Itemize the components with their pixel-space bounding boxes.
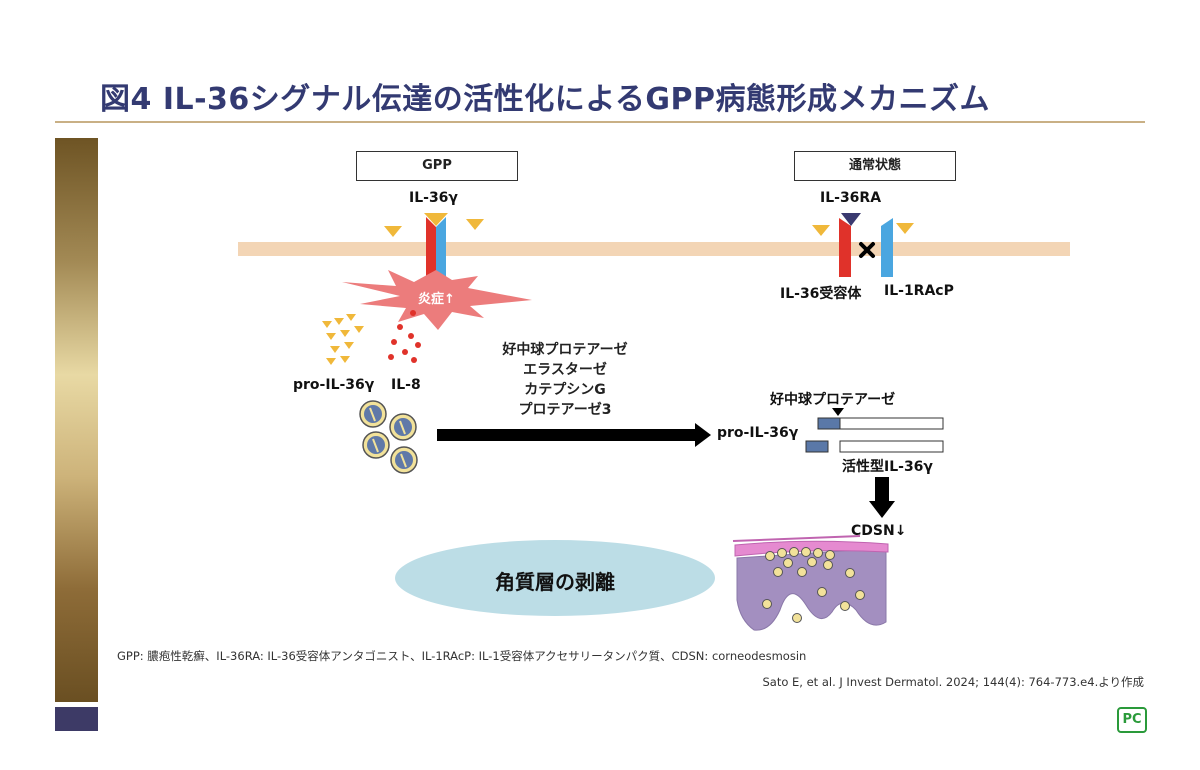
title-divider [55, 121, 1145, 123]
il36-receptor-right [839, 218, 851, 277]
protease-item: カテプシンG [524, 382, 606, 398]
il36ra-antagonist [841, 213, 861, 226]
tissue-cell [797, 567, 807, 577]
tissue-cells [762, 547, 865, 623]
pro-il36g-label: pro-IL-36γ [293, 377, 375, 393]
tissue-cell [783, 558, 793, 568]
protease-arrow-head [695, 423, 711, 447]
cdsn-arrow-head [869, 501, 895, 518]
tissue-cell [817, 587, 827, 597]
decorative-side-square [55, 707, 98, 731]
tissue-cell [801, 547, 811, 557]
pro-il36g-marker [326, 358, 336, 365]
il1racp-right [881, 218, 893, 277]
tissue-cell [825, 550, 835, 560]
il8-dot [408, 333, 414, 339]
neutrophil-cell [359, 400, 387, 428]
pro-il36g-marker [340, 330, 350, 337]
citation: Sato E, et al. J Invest Dermatol. 2024; … [762, 675, 1144, 689]
il36-receptor-label: IL-36受容体 [780, 286, 862, 302]
blocked-x-icon [859, 242, 875, 258]
il36-receptor-left [426, 217, 436, 277]
free-ligand-right-1 [812, 225, 830, 236]
il8-dot [415, 342, 421, 348]
tissue-cell [823, 560, 833, 570]
outcome-label: 角質層の剥離 [495, 570, 615, 594]
neutrophil-cell [389, 413, 417, 441]
pro-il36g-bar-mature [839, 417, 944, 430]
tissue-cell [773, 567, 783, 577]
active-il36g-bar [839, 440, 944, 453]
cdsn-label: CDSN↓ [851, 523, 907, 539]
protease-item: 好中球プロテアーゼ [502, 342, 628, 358]
free-ligand-right-2 [896, 223, 914, 234]
il8-dot [388, 354, 394, 360]
page-title: 図4 IL-36シグナル伝達の活性化によるGPP病態形成メカニズム [100, 82, 990, 117]
pc-logo: PC [1117, 707, 1147, 733]
pro-il36g-marker [354, 326, 364, 333]
neutrophil-cell [362, 431, 390, 459]
il36g-bound-ligand [424, 213, 448, 226]
pro-il36g-marker [334, 318, 344, 325]
il1racp-label: IL-1RAcP [884, 283, 954, 299]
il36g-free-ligand-2 [466, 219, 484, 230]
il36g-label: IL-36γ [409, 190, 458, 206]
cleaved-prodomain [805, 440, 829, 453]
pro-il36g-marker [326, 333, 336, 340]
il8-cluster [388, 310, 421, 363]
active-il36g-label: 活性型IL-36γ [842, 459, 933, 475]
tissue-cell [762, 599, 772, 609]
tissue-cell [765, 551, 775, 561]
tissue-cell [845, 568, 855, 578]
pro-il36g-input-label: pro-IL-36γ [717, 425, 799, 441]
protease-item: エラスターゼ [523, 362, 607, 378]
gpp-condition-box: GPP [356, 151, 518, 181]
il8-dot [397, 324, 403, 330]
il1racp-left [436, 217, 446, 277]
pro-il36g-bar-prodomain [817, 417, 841, 430]
tissue-cell [789, 547, 799, 557]
pro-il36g-cluster [322, 314, 364, 365]
protease-arrow-shaft [437, 429, 697, 441]
pro-il36g-marker [340, 356, 350, 363]
tissue-cell [777, 548, 787, 558]
il8-dot [410, 310, 416, 316]
il36ra-label: IL-36RA [820, 190, 882, 206]
tissue-cell [840, 601, 850, 611]
tissue-cell [855, 590, 865, 600]
pro-il36g-marker [330, 346, 340, 353]
pro-il36g-marker [344, 342, 354, 349]
tissue-cell [807, 557, 817, 567]
footnote: GPP: 膿疱性乾癬、IL-36RA: IL-36受容体アンタゴニスト、IL-1… [117, 649, 807, 663]
il36g-free-ligand-1 [384, 226, 402, 237]
tissue-cell [813, 548, 823, 558]
outcome-ellipse [395, 540, 715, 616]
tissue-cell [792, 613, 802, 623]
cleavage-site-marker [832, 408, 844, 416]
protease-item: プロテアーゼ3 [518, 402, 612, 418]
inflammation-burst [342, 270, 532, 330]
il8-dot [391, 339, 397, 345]
neutrophil-cluster [359, 400, 418, 474]
protease-enzyme-label: 好中球プロテアーゼ [770, 392, 896, 408]
pro-il36g-marker [346, 314, 356, 321]
normal-state-box: 通常状態 [794, 151, 956, 181]
inflammation-label: 炎症↑ [418, 292, 455, 307]
neutrophil-cell [390, 446, 418, 474]
cell-membrane [238, 242, 1070, 256]
protease-list: 好中球プロテアーゼ エラスターゼ カテプシンG プロテアーゼ3 [470, 340, 660, 420]
pro-il36g-marker [322, 321, 332, 328]
decorative-side-bar [55, 138, 98, 702]
cdsn-arrow-shaft [875, 477, 889, 503]
il8-dot [411, 357, 417, 363]
il8-dot [402, 349, 408, 355]
il8-label: IL-8 [391, 377, 421, 393]
